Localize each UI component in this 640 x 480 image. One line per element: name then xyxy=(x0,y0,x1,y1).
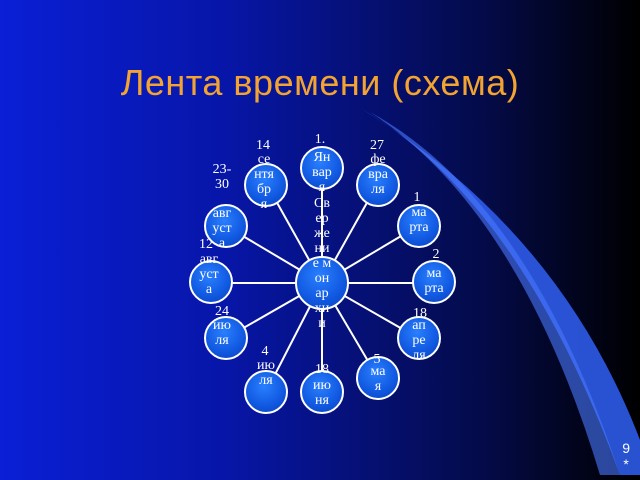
node-nne-text: февраля xyxy=(368,152,388,197)
node-nw xyxy=(204,204,248,248)
node-nnw-text: сентября xyxy=(254,152,274,212)
node-nne xyxy=(356,163,400,207)
label-sw: 24 xyxy=(215,304,229,319)
label-ne: 1 xyxy=(413,190,421,205)
slide-title: Лента времени (схема) xyxy=(120,62,520,103)
label-nnw: 14 xyxy=(256,138,270,153)
node-ssw xyxy=(244,370,288,414)
node-nw-text: августа xyxy=(212,206,232,251)
label-bottom: 18 xyxy=(315,362,329,377)
node-w xyxy=(189,260,233,304)
page-number-value: 9 xyxy=(622,440,630,456)
node-sw-text: июля xyxy=(213,318,231,348)
node-e xyxy=(412,260,456,304)
node-ssw-text: июля xyxy=(257,358,275,388)
label-nw: 23-30 xyxy=(212,162,232,192)
page-number: 9 * xyxy=(622,440,630,472)
node-w-text: августа xyxy=(199,252,219,297)
node-sse-text: мая xyxy=(370,364,386,394)
node-bottom-text: июня xyxy=(313,378,331,408)
label-top: 1. xyxy=(314,132,326,147)
label-ssw: 4 xyxy=(261,344,269,359)
center-node xyxy=(295,256,349,310)
node-sw xyxy=(204,316,248,360)
label-sse: 5 xyxy=(373,352,381,367)
label-se: 18 xyxy=(413,306,427,321)
node-se-text: апреля xyxy=(412,318,426,363)
node-nnw xyxy=(244,163,288,207)
node-bottom xyxy=(300,370,344,414)
node-top-text: Января xyxy=(312,150,332,195)
node-ne xyxy=(397,204,441,248)
node-ne-text: марта xyxy=(409,205,429,235)
label-e: 2 xyxy=(432,247,440,262)
center-label: Свержение монархии xyxy=(312,196,332,331)
node-e-text: марта xyxy=(424,266,444,296)
label-nne: 27 xyxy=(370,138,384,153)
node-top xyxy=(300,146,344,190)
node-se xyxy=(397,316,441,360)
node-sse xyxy=(356,356,400,400)
page-number-mark: * xyxy=(623,456,629,472)
